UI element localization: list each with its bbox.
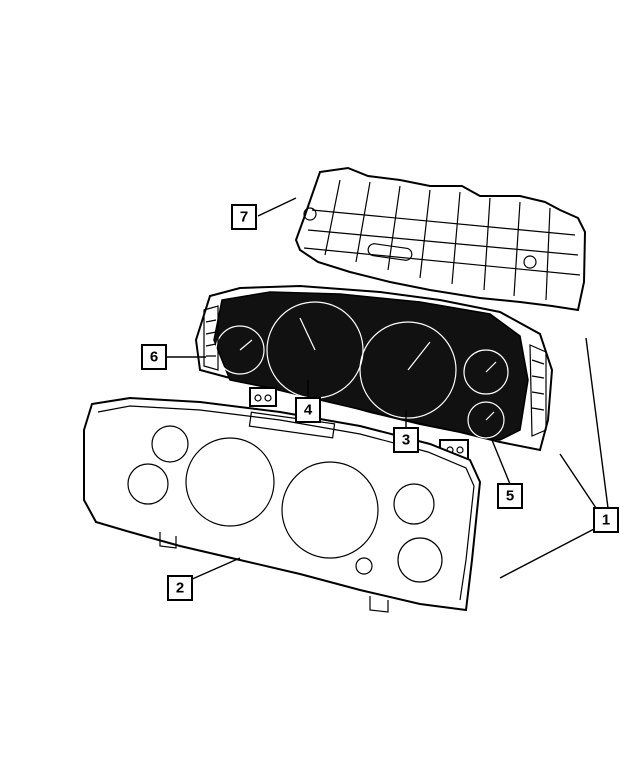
callout-7: 7	[231, 204, 257, 230]
gauge-right-lower	[467, 401, 505, 439]
gauge-right-upper	[463, 349, 509, 395]
svg-text:7: 7	[240, 209, 248, 226]
callout-4: 4	[295, 397, 321, 423]
cluster-lens	[83, 396, 482, 613]
leader-lines	[166, 197, 609, 581]
gauge-tachometer	[359, 321, 457, 419]
svg-text:2: 2	[176, 580, 184, 597]
svg-text:4: 4	[304, 402, 313, 419]
gauge-left-small	[215, 325, 265, 375]
callout-1: 1	[593, 507, 619, 533]
svg-text:5: 5	[506, 488, 514, 505]
callout-3: 3	[393, 427, 419, 453]
callout-5: 5	[497, 483, 523, 509]
svg-text:6: 6	[150, 349, 158, 366]
callout-2: 2	[167, 575, 193, 601]
svg-text:3: 3	[402, 432, 410, 449]
printed-circuit-board	[294, 166, 587, 312]
svg-text:1: 1	[602, 512, 610, 529]
callout-6: 6	[141, 344, 167, 370]
